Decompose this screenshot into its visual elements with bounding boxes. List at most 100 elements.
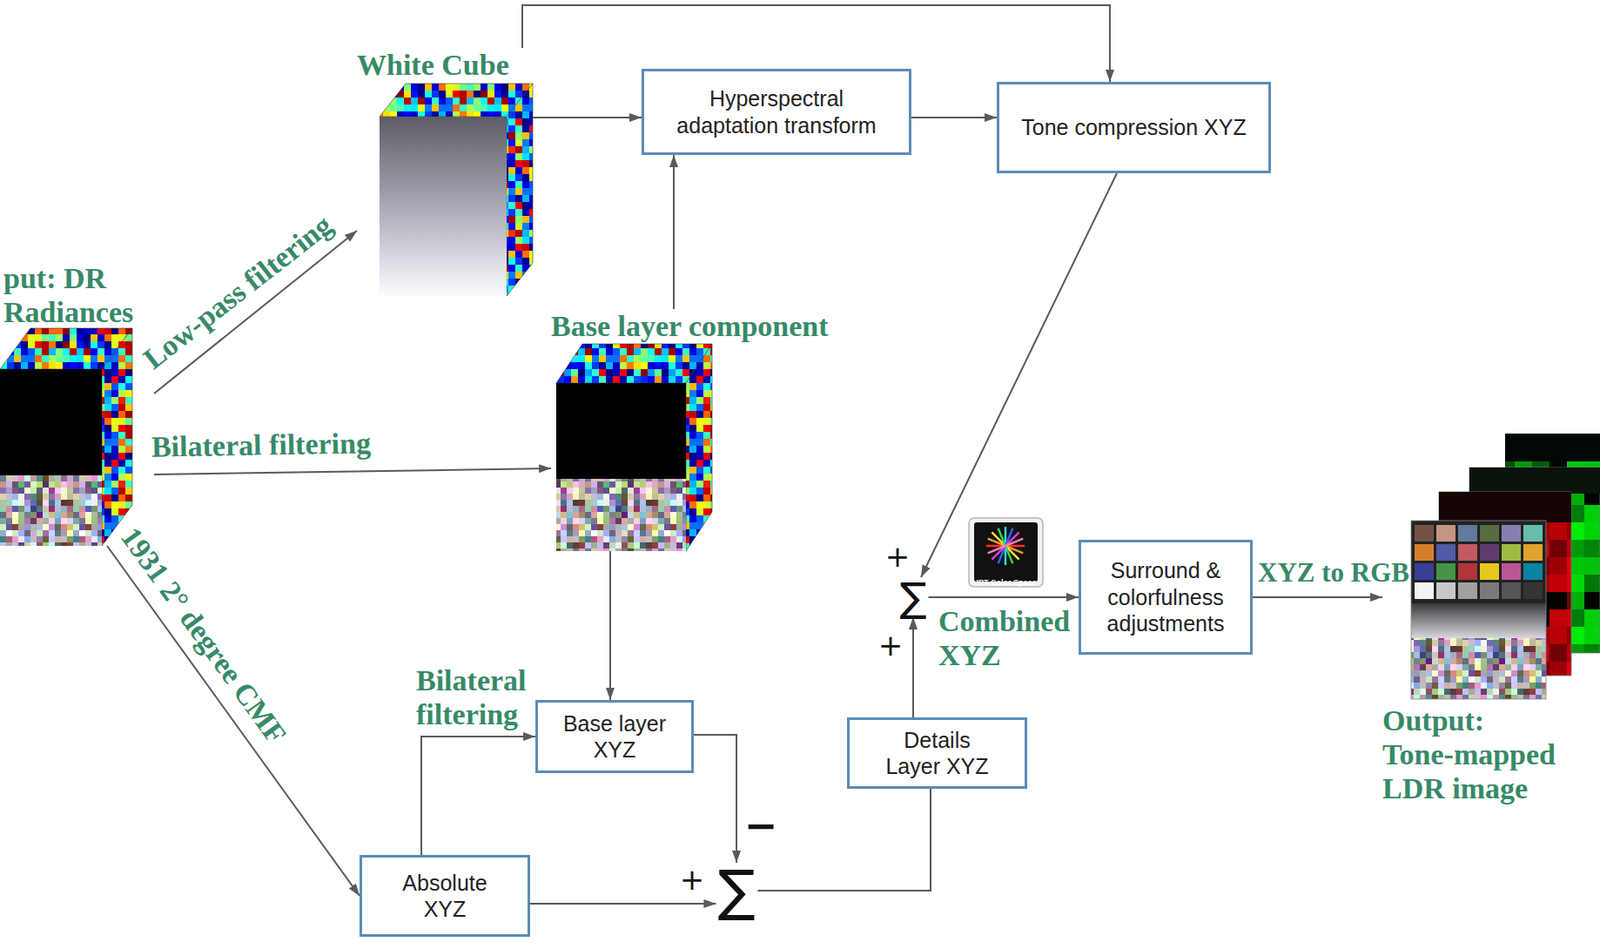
color-checker xyxy=(1414,524,1543,599)
checker-tile xyxy=(1458,563,1478,580)
process-box: Absolute XYZ xyxy=(359,854,531,937)
cube-front-dark xyxy=(556,383,686,479)
checker-tile xyxy=(1414,544,1434,561)
box-text: Absolute XYZ xyxy=(383,869,506,923)
white-cube xyxy=(379,83,533,296)
checker-tile xyxy=(1523,524,1543,542)
icon-caption: IPT Color Space xyxy=(975,578,1036,587)
checker-tile xyxy=(1501,524,1521,542)
process-box: Hyperspectral adaptation transform xyxy=(641,68,912,155)
base-layer-cube xyxy=(556,343,713,552)
checker-tile xyxy=(1458,544,1478,561)
node-label: put: DR Radiances xyxy=(3,261,153,330)
layer-red-top xyxy=(1438,491,1572,523)
image-node: White Cube xyxy=(356,47,533,296)
checker-tile xyxy=(1436,544,1456,561)
checker-tile xyxy=(1523,544,1543,561)
cube-side xyxy=(506,83,533,296)
icon-ray xyxy=(988,538,1024,554)
cube-front-noise xyxy=(0,475,102,546)
checker-tile xyxy=(1436,563,1456,580)
output-stack xyxy=(1411,433,1600,700)
front-checker-ground xyxy=(1411,520,1547,604)
checker-tile xyxy=(1523,582,1543,599)
connector xyxy=(911,116,997,119)
edge-label: Bilateral filtering xyxy=(416,663,534,732)
connector xyxy=(928,596,1080,599)
connector xyxy=(530,902,716,905)
front-grey-band xyxy=(1411,603,1547,639)
image-node: Base layer component xyxy=(551,309,856,552)
process-box: Details Layer XYZ xyxy=(847,717,1028,789)
connector xyxy=(921,173,1117,578)
ipt-icon xyxy=(968,517,1043,587)
edge-label: XYZ to RGB xyxy=(1257,557,1410,589)
sign-symbol: + xyxy=(885,541,911,572)
cube-top xyxy=(556,343,713,384)
icon-ground xyxy=(974,522,1038,582)
layer-green-top xyxy=(1469,467,1600,494)
edge-label: 1931 2° degree CMF xyxy=(114,520,294,750)
edge-label: Combined XYZ xyxy=(938,604,1078,673)
sum-symbol: ∑ xyxy=(898,577,929,618)
checker-tile xyxy=(1458,582,1478,599)
cube-side xyxy=(101,328,133,546)
connector xyxy=(609,551,612,700)
sign-symbol: + xyxy=(878,630,904,660)
checker-tile xyxy=(1479,582,1500,599)
icon-frame xyxy=(968,517,1043,587)
image-node: Output: Tone-mapped LDR image xyxy=(1382,433,1600,808)
process-box: Tone compression XYZ xyxy=(996,81,1271,174)
checker-tile xyxy=(1414,582,1434,599)
node-label: Base layer component xyxy=(551,309,829,343)
box-text: Tone compression XYZ xyxy=(1021,114,1246,142)
edge-label: Low-pass filtering xyxy=(136,207,339,376)
box-text: Surround & colorfulness adjustments xyxy=(1094,557,1238,638)
connector xyxy=(693,734,737,863)
process-box: Surround & colorfulness adjustments xyxy=(1078,539,1253,655)
connector xyxy=(912,617,915,718)
sum-junction: ∑ xyxy=(715,862,758,919)
checker-tile xyxy=(1479,563,1500,580)
connector xyxy=(672,154,675,310)
checker-tile xyxy=(1414,524,1434,542)
cube-front-dark xyxy=(0,369,102,476)
cube-front-noise xyxy=(556,478,686,552)
cube-top xyxy=(379,83,533,117)
cube-front-gradient xyxy=(379,116,507,296)
cube-side xyxy=(685,343,713,552)
label-anchor: Combined XYZ xyxy=(938,604,1078,673)
box-text: Details Layer XYZ xyxy=(880,726,995,780)
connector xyxy=(757,788,931,891)
box-text: Base layer XYZ xyxy=(553,710,676,764)
box-text: Hyperspectral adaptation transform xyxy=(667,85,886,139)
front-noise xyxy=(1411,638,1547,700)
checker-tile xyxy=(1501,563,1521,580)
process-box: Base layer XYZ xyxy=(535,699,694,774)
checker-tile xyxy=(1436,582,1456,599)
connector xyxy=(532,116,642,119)
checker-tile xyxy=(1523,563,1543,580)
input-cube xyxy=(0,328,133,546)
sum-junction: ∑ xyxy=(898,577,929,618)
node-label: Output: Tone-mapped LDR image xyxy=(1382,703,1562,806)
sign-symbol: + xyxy=(679,864,706,895)
sum-symbol: ∑ xyxy=(715,862,758,919)
edge-label: Bilateral filtering xyxy=(151,425,372,464)
checker-tile xyxy=(1479,524,1500,542)
checker-tile xyxy=(1501,582,1521,599)
connector xyxy=(154,468,552,475)
label-anchor: Bilateral filtering xyxy=(416,663,534,732)
checker-tile xyxy=(1436,524,1456,542)
connector xyxy=(1252,596,1383,599)
checker-tile xyxy=(1458,524,1478,542)
checker-tile xyxy=(1501,544,1521,561)
sign-symbol: − xyxy=(744,805,779,846)
checker-tile xyxy=(1414,563,1434,580)
connector xyxy=(421,736,536,855)
image-node: put: DR Radiances xyxy=(0,261,155,546)
node-label: White Cube xyxy=(356,47,510,82)
connector xyxy=(107,545,360,896)
front-outline xyxy=(1411,520,1547,700)
